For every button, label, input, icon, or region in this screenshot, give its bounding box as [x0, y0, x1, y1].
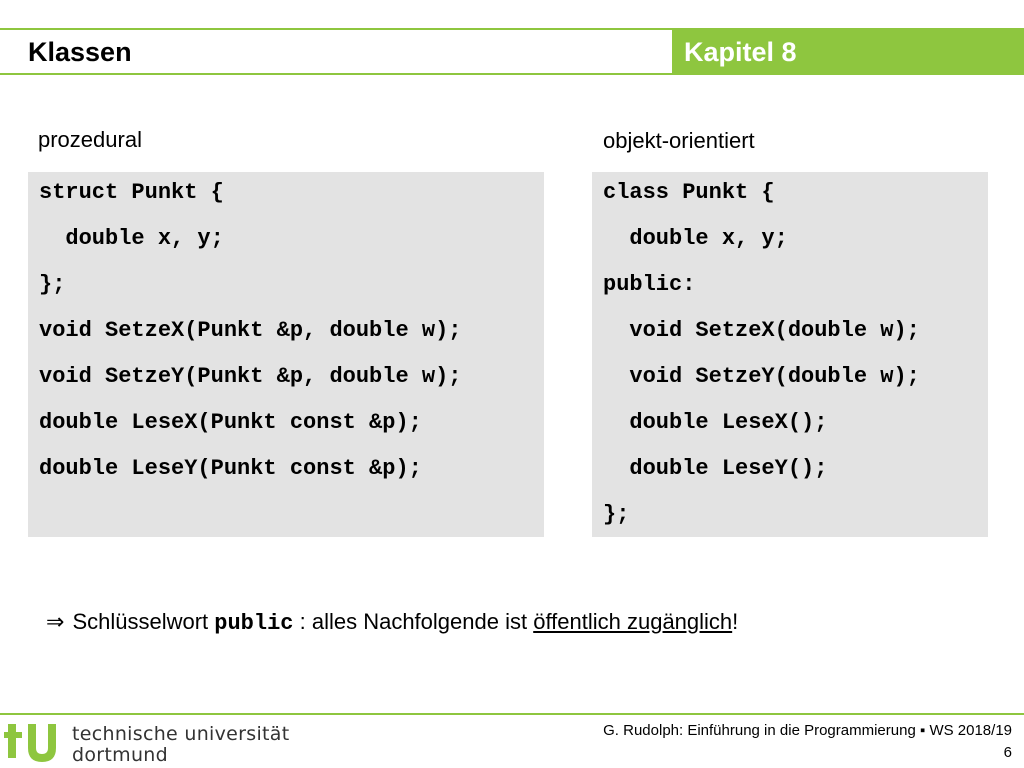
code-line: double x, y; [39, 226, 224, 251]
code-line: double x, y; [603, 226, 788, 251]
code-line: double LeseY(); [603, 456, 828, 481]
code-line: }; [39, 272, 66, 297]
code-line: void SetzeY(double w); [603, 364, 920, 389]
code-line: void SetzeX(double w); [603, 318, 920, 343]
university-name-line2: dortmund [72, 744, 168, 766]
note-text-after: ! [732, 609, 739, 634]
chapter-label: Kapitel 8 [684, 37, 797, 67]
header-bottom-rule [0, 73, 1024, 75]
footer-credit: G. Rudolph: Einführung in die Programmie… [603, 722, 1012, 739]
left-column-heading: prozedural [38, 127, 142, 152]
conclusion-note: ⇒ Schlüsselwort public : alles Nachfolgen… [46, 607, 738, 639]
header-top-rule [0, 28, 1024, 30]
page-number: 6 [1003, 744, 1012, 761]
footer-rule [0, 713, 1024, 715]
right-column-heading: objekt-orientiert [603, 128, 755, 153]
implies-arrow-icon: ⇒ [46, 610, 65, 635]
chapter-badge: Kapitel 8 [672, 30, 1024, 73]
code-line: double LeseY(Punkt const &p); [39, 456, 422, 481]
procedural-code-block: struct Punkt { double x, y; }; void Setz… [28, 172, 544, 537]
slide-title: Klassen [28, 37, 132, 67]
code-line: }; [603, 502, 630, 527]
code-line: class Punkt { [603, 180, 775, 205]
code-line: double LeseX(Punkt const &p); [39, 410, 422, 435]
code-line: void SetzeX(Punkt &p, double w); [39, 318, 462, 343]
tu-logo-icon [4, 724, 56, 762]
code-line: struct Punkt { [39, 180, 224, 205]
note-text-before: Schlüsselwort [72, 609, 215, 634]
code-line: void SetzeY(Punkt &p, double w); [39, 364, 462, 389]
code-line: double LeseX(); [603, 410, 828, 435]
note-text-middle: : alles Nachfolgende ist [293, 609, 534, 634]
university-name-line1: technische universität [72, 723, 290, 745]
code-line: public: [603, 272, 696, 297]
object-oriented-code-block: class Punkt { double x, y; public: void … [592, 172, 988, 537]
note-underlined-text: öffentlich zugänglich [533, 609, 733, 634]
note-keyword: public [214, 611, 294, 636]
